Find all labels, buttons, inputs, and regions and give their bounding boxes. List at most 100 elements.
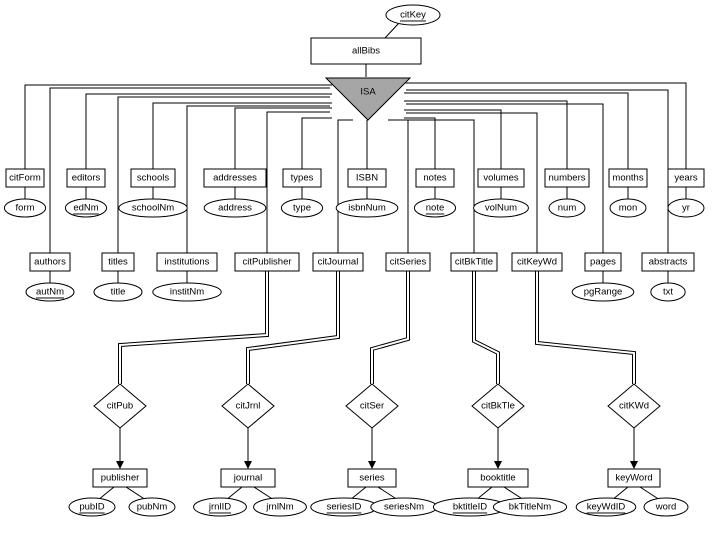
abstracts-box <box>641 252 695 272</box>
years-isa-link <box>404 82 687 169</box>
cit-ser-to-entity-arrowhead <box>368 461 376 469</box>
cit-form-isa-link <box>24 84 332 169</box>
editors-attr-ellipse <box>64 198 108 218</box>
key-word-key-link <box>611 486 629 501</box>
journal-key-link <box>225 486 243 501</box>
addresses-isa-link <box>234 107 332 169</box>
diagram-nodes: citKeyallBibsISAcitFormformeditorsedNmsc… <box>3 4 705 517</box>
publisher-label: publisher <box>101 473 140 484</box>
cit-bk-title-box <box>450 252 498 272</box>
series-label: series <box>359 473 385 484</box>
titles-attr-label: title <box>111 287 126 298</box>
cit-form-box <box>5 168 45 188</box>
pages-attr-label: pgRange <box>584 287 623 298</box>
key-word-key-attr-ellipse <box>575 497 637 517</box>
numbers-box <box>544 168 590 188</box>
key-word-box <box>607 468 661 488</box>
cit-journal-label: citJournal <box>318 257 359 268</box>
months-attr-label: mon <box>619 203 637 214</box>
cit-ser-double-link-inner <box>371 271 409 384</box>
editors-label: editors <box>72 173 101 184</box>
titles-label: titles <box>108 257 128 268</box>
cit-form-attr-ellipse <box>3 198 47 218</box>
months-box <box>608 168 648 188</box>
volumes-label: volumes <box>483 173 519 184</box>
titles-box <box>101 252 135 272</box>
titles-attr-ellipse <box>93 282 143 302</box>
key-word-attr-label: word <box>655 502 677 513</box>
numbers-attr-label: num <box>558 203 577 214</box>
cit-pub-double-link-inner <box>119 271 268 384</box>
cit-ser-label: citSer <box>360 401 384 412</box>
publisher-key-attr-label: pubID <box>79 502 104 513</box>
cit-bk-title-label: citBkTitle <box>455 257 493 268</box>
journal-key-attr-ellipse <box>193 497 247 517</box>
abstracts-isa-link <box>406 89 669 253</box>
editors-attr-label: edNm <box>73 203 98 214</box>
series-attr-link <box>377 486 399 501</box>
institutions-attr-ellipse <box>152 282 222 302</box>
schools-label: schools <box>137 173 169 184</box>
series-key-attr-label: seriesID <box>327 502 362 513</box>
addresses-attr-ellipse <box>203 198 267 218</box>
notes-attr-ellipse <box>413 198 457 218</box>
volumes-isa-link <box>404 109 502 169</box>
cit-bk-tle-diamond <box>471 383 525 429</box>
all-bibs-label: allBibs <box>352 46 380 57</box>
cit-pub-to-entity-arrowhead <box>116 461 124 469</box>
authors-label: authors <box>34 257 66 268</box>
isbn-box <box>347 168 387 188</box>
addresses-box <box>203 168 267 188</box>
publisher-key-link <box>97 486 115 501</box>
cit-key-wd-label: citKeyWd <box>517 257 557 268</box>
cit-key-wd-box <box>511 252 563 272</box>
series-attr-label: seriesNm <box>384 502 424 513</box>
cit-series-isa-link <box>388 119 409 253</box>
isa-triangle <box>324 77 412 121</box>
pages-label: pages <box>590 257 616 268</box>
cit-jrnl-to-entity-arrowhead <box>244 461 252 469</box>
months-isa-link <box>404 92 629 169</box>
numbers-label: numbers <box>549 173 586 184</box>
cit-publisher-label: citPublisher <box>242 257 291 268</box>
cit-publisher-isa-link <box>266 111 330 253</box>
editors-isa-link <box>85 93 332 169</box>
volumes-box <box>477 168 525 188</box>
journal-attr-link <box>253 486 275 501</box>
months-label: months <box>612 173 643 184</box>
abstracts-attr-label: txt <box>663 287 673 298</box>
cit-series-label: citSeries <box>390 257 427 268</box>
cit-kwd-diamond <box>607 383 661 429</box>
journal-key-attr-label: jrnlID <box>208 502 231 513</box>
isbn-attr-ellipse <box>335 198 399 218</box>
schools-attr-ellipse <box>118 198 188 218</box>
pages-attr-ellipse <box>571 282 635 302</box>
institutions-attr-label: institNm <box>170 287 204 298</box>
editors-box <box>66 168 106 188</box>
cit-key-wd-isa-link <box>406 112 538 253</box>
cit-jrnl-double-link <box>246 271 340 384</box>
publisher-key-attr-ellipse <box>68 497 116 517</box>
cit-jrnl-double-link-inner <box>247 271 339 384</box>
publisher-attr-ellipse <box>128 497 176 517</box>
cit-series-box <box>385 252 431 272</box>
cit-journal-box <box>312 252 364 272</box>
authors-box <box>29 252 71 272</box>
notes-isa-link <box>404 117 436 169</box>
volumes-attr-label: volNum <box>485 203 517 214</box>
cit-kwd-label: citKWd <box>619 401 649 412</box>
authors-attr-label: autNm <box>36 287 64 298</box>
numbers-attr-ellipse <box>548 198 586 218</box>
cit-form-attr-label: form <box>16 203 35 214</box>
schools-box <box>130 168 176 188</box>
booktitle-key-attr-label: bktitleID <box>453 502 487 513</box>
pages-isa-link <box>406 103 604 253</box>
cit-key-label: citKey <box>400 10 426 21</box>
cit-kwd-double-link-inner <box>536 271 635 384</box>
authors-attr-ellipse <box>25 282 75 302</box>
notes-attr-label: note <box>426 203 445 214</box>
notes-box <box>415 168 455 188</box>
booktitle-label: booktitle <box>480 473 515 484</box>
key-word-attr-link <box>639 486 661 501</box>
cit-bk-tle-double-link-inner <box>473 271 499 384</box>
